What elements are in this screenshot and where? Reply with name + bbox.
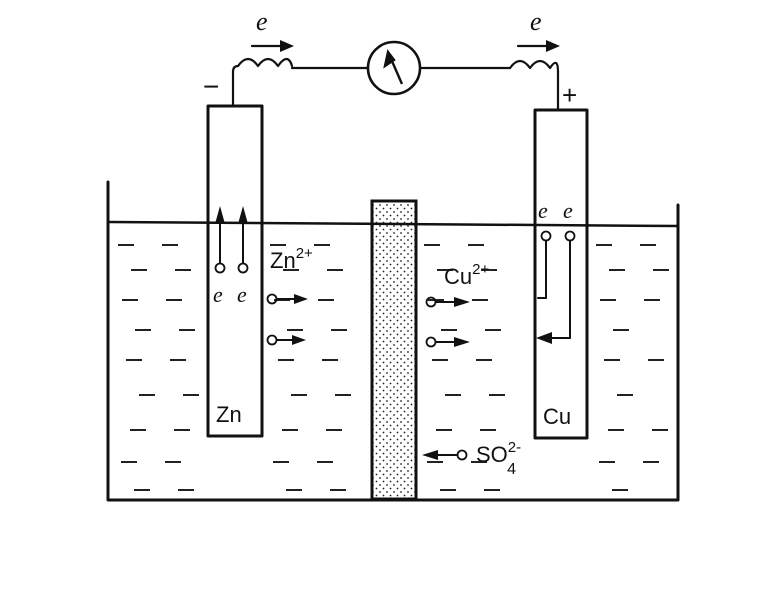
galvanometer: [366, 40, 422, 96]
copper-ion-arrows: [425, 296, 470, 348]
zinc-electron-label-2: e: [237, 282, 247, 307]
copper-electrode: [533, 108, 589, 440]
sulfate-ion-arrow: [422, 449, 468, 461]
left-coil: [236, 57, 294, 68]
zinc-electrode: [206, 104, 264, 438]
porous-membrane: [370, 199, 418, 501]
zinc-electron-label-1: e: [213, 282, 223, 307]
zinc-electron-arrows: [214, 206, 249, 274]
zinc-ion-arrows: [266, 293, 308, 346]
electrolyte-dashes: [118, 244, 669, 491]
copper-electrode-label: Cu: [543, 404, 571, 429]
zinc-ion-label: Zn2+: [270, 245, 313, 273]
external-circuit: [231, 57, 560, 112]
copper-electron-label-1: e: [538, 198, 548, 223]
copper-ion-label: Cu2+: [444, 261, 489, 289]
copper-electron-arrows: [536, 230, 576, 344]
right-coil: [508, 59, 560, 74]
copper-electron-label-2: e: [563, 198, 573, 223]
electron-label-right-wire: e: [530, 7, 542, 36]
zinc-electrode-label: Zn: [216, 402, 242, 427]
sulfate-ion-label: SO2-4: [476, 439, 521, 478]
electron-label-left-wire: e: [256, 7, 268, 36]
electron-arrow-left-wire: [250, 40, 294, 52]
positive-terminal-sign: +: [562, 80, 577, 110]
negative-terminal-sign: −: [203, 71, 219, 102]
galvanometer-needle: [383, 49, 404, 85]
electron-arrow-right-wire: [516, 40, 560, 52]
